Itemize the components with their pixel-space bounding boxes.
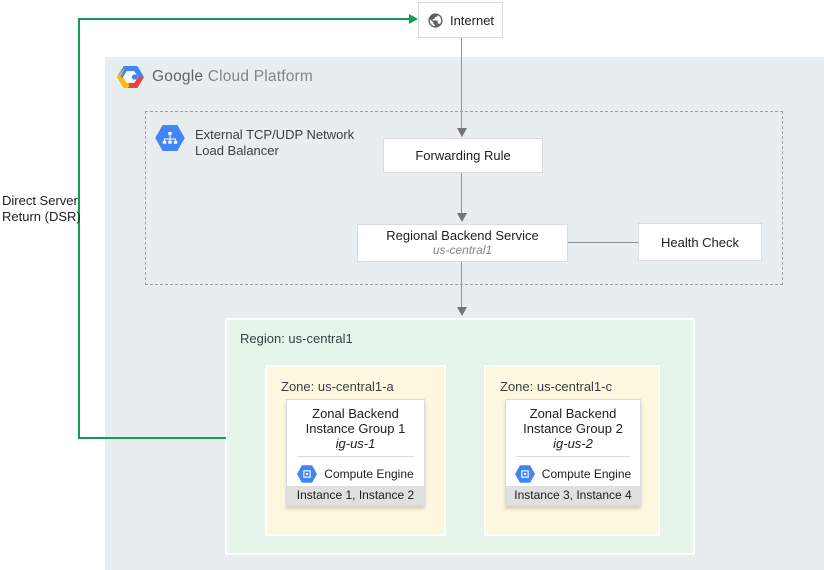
- divider: [297, 456, 414, 457]
- backend-service-region: us-central1: [432, 243, 493, 257]
- health-check-node: Health Check: [638, 223, 762, 261]
- compute-engine-label: Compute Engine: [541, 467, 632, 481]
- arrow-forwarding-rule-to-backend-service: [461, 173, 462, 214]
- forwarding-rule-node: Forwarding Rule: [383, 138, 543, 173]
- health-check-label: Health Check: [660, 234, 740, 250]
- arrowhead-down-icon: [457, 128, 467, 137]
- internet-node: Internet: [418, 2, 503, 38]
- compute-engine-hexagon-icon: [297, 465, 318, 483]
- globe-icon: [428, 12, 443, 28]
- load-balancer-label-row: External TCP/UDP Network Load Balancer: [155, 125, 367, 158]
- dsr-line-top: [78, 18, 410, 20]
- arrow-backend-service-to-region: [461, 262, 462, 308]
- load-balancer-label: External TCP/UDP Network Load Balancer: [195, 127, 355, 158]
- gcp-brand-text: Google Cloud Platform: [152, 68, 313, 86]
- instances-footer: Instance 1, Instance 2: [287, 486, 424, 505]
- dsr-line-bottom: [78, 437, 226, 439]
- zone-label: Zone: us-central1-c: [500, 379, 612, 394]
- internet-label: Internet: [449, 12, 495, 28]
- arrowhead-down-icon: [457, 213, 467, 222]
- arrowhead-right-icon: [409, 14, 418, 24]
- compute-engine-label: Compute Engine: [324, 467, 414, 481]
- gcp-logo: Google Cloud Platform: [117, 66, 313, 88]
- instance-group-id: ig-us-2: [553, 436, 593, 451]
- instance-group-title: Zonal Backend Instance Group 2: [523, 406, 623, 436]
- instance-group-card-1: Zonal Backend Instance Group 1 ig-us-1 C…: [286, 399, 425, 506]
- forwarding-rule-label: Forwarding Rule: [415, 148, 511, 163]
- dsr-label: Direct Server Return (DSR): [2, 193, 81, 224]
- gcp-hexagon-logo-icon: [117, 66, 144, 88]
- regional-backend-service-node: Regional Backend Service us-central1: [357, 224, 568, 262]
- brand-cloud-platform: Cloud Platform: [207, 68, 314, 85]
- connector-backend-service-to-health-check: [568, 242, 638, 243]
- load-balancer-dashed-box: [145, 111, 783, 285]
- instance-group-card-2: Zonal Backend Instance Group 2 ig-us-2 C…: [505, 399, 641, 506]
- arrow-internet-to-forwarding-rule: [461, 38, 462, 129]
- backend-service-title: Regional Backend Service: [386, 228, 539, 243]
- brand-google: Google: [152, 68, 204, 85]
- arrowhead-down-icon: [457, 307, 467, 316]
- zone-label: Zone: us-central1-a: [281, 379, 394, 394]
- region-label: Region: us-central1: [240, 331, 353, 346]
- instance-group-title: Zonal Backend Instance Group 1: [305, 406, 406, 436]
- compute-engine-row: Compute Engine: [287, 465, 424, 483]
- compute-engine-hexagon-icon: [514, 465, 535, 483]
- dsr-line-vertical: [78, 18, 80, 439]
- compute-engine-row: Compute Engine: [506, 465, 640, 483]
- instance-group-id: ig-us-1: [335, 436, 376, 451]
- instances-footer: Instance 3, Instance 4: [506, 486, 640, 505]
- divider: [516, 456, 630, 457]
- load-balancer-hexagon-icon: [155, 125, 185, 151]
